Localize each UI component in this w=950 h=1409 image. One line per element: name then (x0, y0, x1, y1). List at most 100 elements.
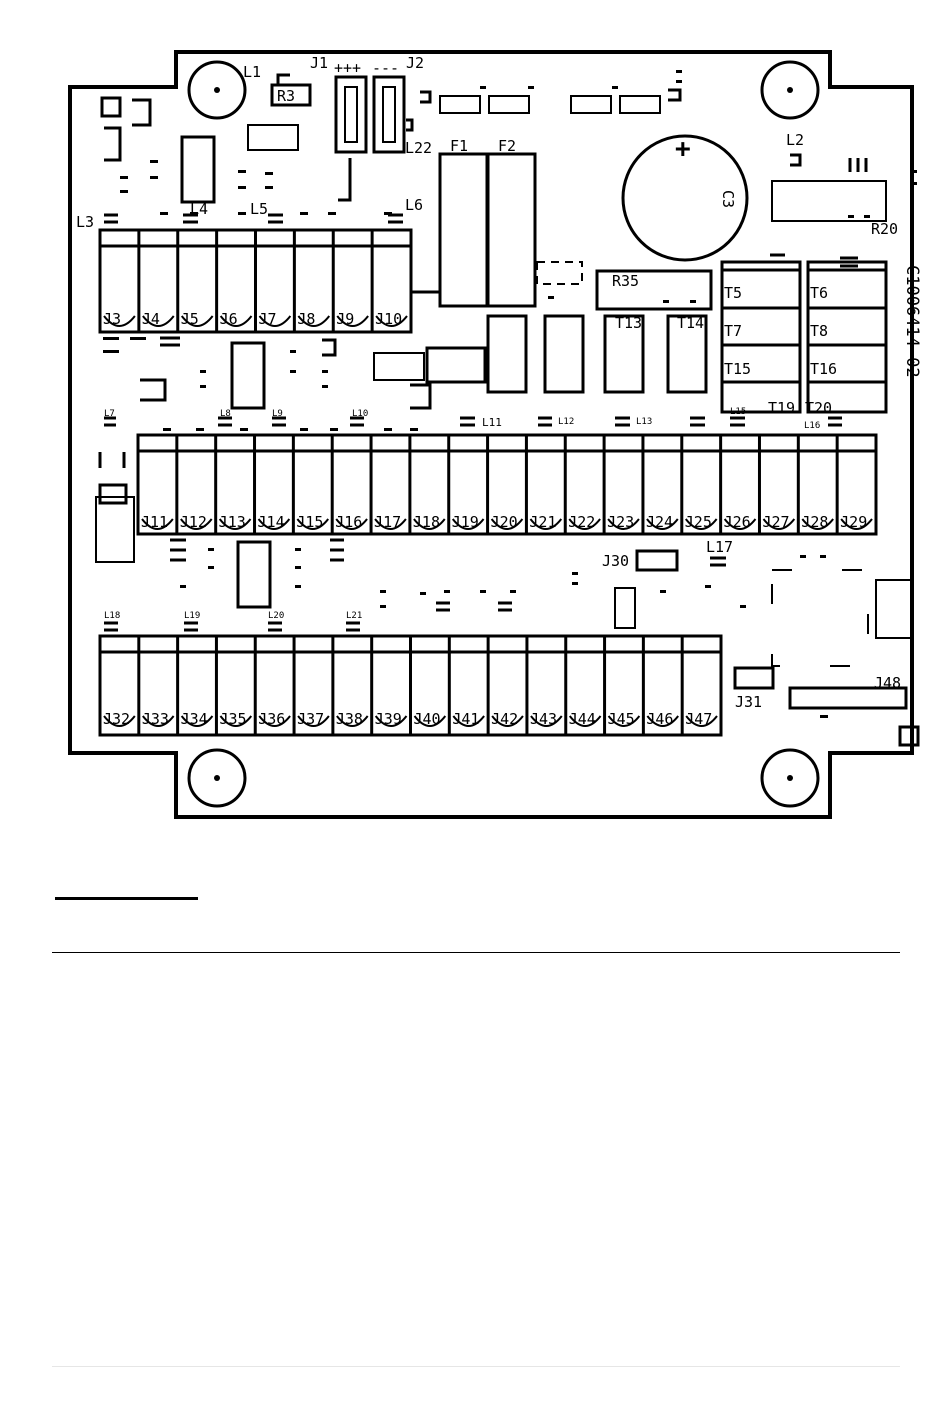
terminal-screw-arc (180, 518, 213, 530)
label-l10: L10 (352, 409, 368, 419)
short-rule (55, 897, 198, 900)
component-block (95, 496, 135, 563)
board-outline (68, 50, 914, 819)
connector-label-j13: J13 (219, 513, 246, 531)
connector-label-j20: J20 (491, 513, 518, 531)
connector-label-j23: J23 (607, 513, 634, 531)
connector-label-j16: J16 (335, 513, 362, 531)
connector-label-j22: J22 (568, 513, 595, 531)
connector-label-j32: J32 (103, 710, 130, 728)
label-r35: R35 (612, 272, 639, 290)
component-block (875, 579, 912, 639)
connector-label-j7: J7 (259, 310, 277, 328)
connector-j2 (372, 75, 406, 154)
component-vertical (486, 314, 528, 394)
terminal-screw-arc (530, 715, 563, 727)
terminal-screw-arc (452, 715, 485, 727)
terminal-screw-arc (336, 715, 369, 727)
connector-label-j17: J17 (374, 513, 401, 531)
terminal-screw-arc (413, 518, 446, 530)
footer-line (52, 1366, 900, 1367)
component-pad (488, 95, 530, 114)
connector-label-j3: J3 (103, 310, 121, 328)
connector-label-j41: J41 (452, 710, 479, 728)
connector-j48 (788, 686, 908, 710)
terminal-screw-arc (490, 518, 524, 530)
terminal-screw-arc (219, 715, 253, 727)
inductor-marks (98, 73, 868, 632)
transformer-block-left (720, 260, 802, 414)
label-j1-polarity: +++ (334, 59, 361, 77)
label-l19: L19 (184, 611, 200, 621)
terminal-screw-arc (257, 518, 291, 530)
connector-label-j15: J15 (296, 513, 323, 531)
label-l4: L4 (190, 200, 208, 218)
label-t16: T16 (810, 360, 837, 378)
terminal-screw-arc (684, 518, 718, 530)
terminal-screw-arc (840, 518, 873, 530)
connector-label-j26: J26 (724, 513, 751, 531)
board-part-number: C1006414-02 (902, 265, 922, 378)
connector-label-j6: J6 (220, 310, 238, 328)
label-j30: J30 (602, 552, 629, 570)
component-pad (439, 95, 481, 114)
terminal-screw-arc (103, 315, 136, 327)
connector-label-j38: J38 (336, 710, 363, 728)
label-l5: L5 (250, 200, 268, 218)
connector-label-j21: J21 (529, 513, 556, 531)
label-c3-plus: + (675, 134, 691, 164)
terminal-screw-arc (685, 715, 718, 727)
component-outline (771, 569, 869, 667)
terminal-screw-arc (142, 315, 175, 327)
label-l20: L20 (268, 611, 284, 621)
terminal-screw-arc (335, 518, 368, 530)
connector-label-j9: J9 (336, 310, 354, 328)
component-block (536, 261, 583, 285)
component-pad (570, 95, 612, 114)
label-l2: L2 (786, 131, 804, 149)
resistor-r20 (771, 180, 887, 222)
terminal-screw-arc (491, 715, 524, 727)
terminal-screw-arc (529, 518, 563, 530)
label-t13: T13 (615, 314, 642, 332)
connector-label-j11: J11 (141, 513, 168, 531)
terminal-screw-arc (607, 715, 641, 727)
label-l6: L6 (405, 196, 423, 214)
fuse-f2 (486, 152, 537, 308)
mounting-hole-bottom-right (760, 748, 820, 808)
terminal-screw-arc (336, 315, 369, 327)
terminal-screw-arc (646, 518, 679, 530)
label-r3: R3 (277, 87, 295, 105)
connector-label-j42: J42 (491, 710, 518, 728)
label-l15: L15 (730, 407, 746, 417)
label-f2: F2 (498, 137, 516, 155)
component-vertical (614, 587, 636, 629)
label-l8: L8 (220, 409, 231, 419)
mounting-hole-top-right (760, 60, 820, 120)
terminal-screw-arc (141, 518, 174, 530)
terminal-screw-arc (180, 315, 214, 327)
terminal-screw-arc (374, 518, 407, 530)
connector-label-j14: J14 (258, 513, 285, 531)
component-pad (619, 95, 661, 114)
ic-chip (230, 341, 266, 410)
connector-j31 (733, 666, 775, 690)
label-t8: T8 (810, 322, 828, 340)
terminal-screw-arc (142, 715, 175, 727)
terminal-screw-arc (723, 518, 757, 530)
label-j1: J1 (310, 54, 328, 72)
connector-label-j40: J40 (414, 710, 441, 728)
connector-j1 (334, 75, 368, 154)
label-l1: L1 (243, 63, 261, 81)
connector-label-j19: J19 (452, 513, 479, 531)
connector-label-j37: J37 (297, 710, 324, 728)
label-l3: L3 (76, 213, 94, 231)
label-t19: T19 (768, 399, 795, 417)
connector-label-j27: J27 (762, 513, 789, 531)
terminal-screw-arc (374, 715, 408, 727)
connector-label-j35: J35 (219, 710, 246, 728)
terminal-screw-arc (762, 518, 796, 530)
terminal-screw-arc (413, 715, 447, 727)
terminal-screw-arc (180, 715, 214, 727)
